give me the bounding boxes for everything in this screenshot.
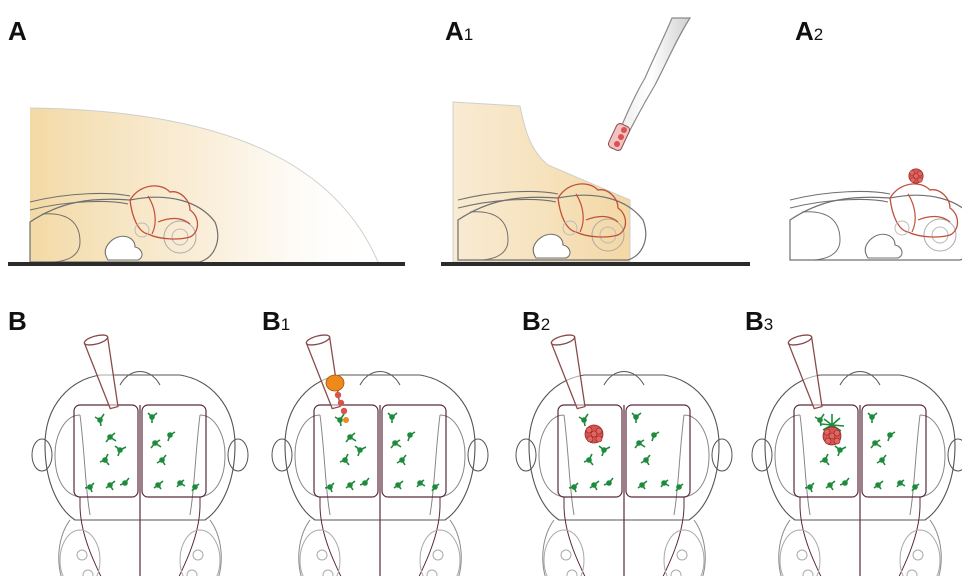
transplanted-cells-b2 <box>585 425 603 443</box>
larva-dorsal-b3 <box>752 372 962 576</box>
panel-b1-sub: 1 <box>281 315 290 334</box>
larva-dorsal-b1 <box>272 372 488 576</box>
panel-label-b3: B3 <box>745 306 773 336</box>
panel-b1: B1 <box>262 306 488 576</box>
panel-label-a: A <box>8 16 27 46</box>
transplanted-cells-a2 <box>909 169 923 183</box>
panel-label-a1: A1 <box>445 16 473 46</box>
panel-a1: A1 <box>441 16 750 264</box>
panel-b1-letter: B <box>262 306 281 336</box>
panel-b2-letter: B <box>522 306 541 336</box>
panel-b2-sub: 2 <box>541 315 550 334</box>
panel-b-letter: B <box>8 306 27 336</box>
panel-b3-sub: 3 <box>764 315 773 334</box>
panel-a2-letter: A <box>795 16 814 46</box>
panel-a1-letter: A <box>445 16 464 46</box>
larva-dorsal-b2 <box>516 372 732 576</box>
panel-label-b2: B2 <box>522 306 550 336</box>
panel-label-a2: A2 <box>795 16 823 46</box>
pipette-b2 <box>550 333 592 411</box>
pipette-cells-a1 <box>607 122 631 151</box>
pipette-b1 <box>305 333 347 411</box>
panel-a2: A2 <box>790 16 962 260</box>
agarose-dome <box>30 108 378 262</box>
panel-b2: B2 <box>516 306 732 576</box>
panel-a2-sub: 2 <box>814 25 823 44</box>
larva-side-view-a2 <box>790 184 962 260</box>
panel-b: B <box>8 306 248 576</box>
transplanted-cells-b3 <box>823 427 841 445</box>
panel-b3-letter: B <box>745 306 764 336</box>
larva-dorsal-b <box>32 372 248 576</box>
panel-a-letter: A <box>8 16 27 46</box>
panel-a: A <box>8 16 405 264</box>
panel-label-b1: B1 <box>262 306 290 336</box>
panel-label-b: B <box>8 306 27 336</box>
pipette-b3 <box>787 333 829 411</box>
panel-a1-sub: 1 <box>464 25 473 44</box>
pipette-b <box>83 333 125 411</box>
panel-b3: B3 <box>745 306 962 576</box>
